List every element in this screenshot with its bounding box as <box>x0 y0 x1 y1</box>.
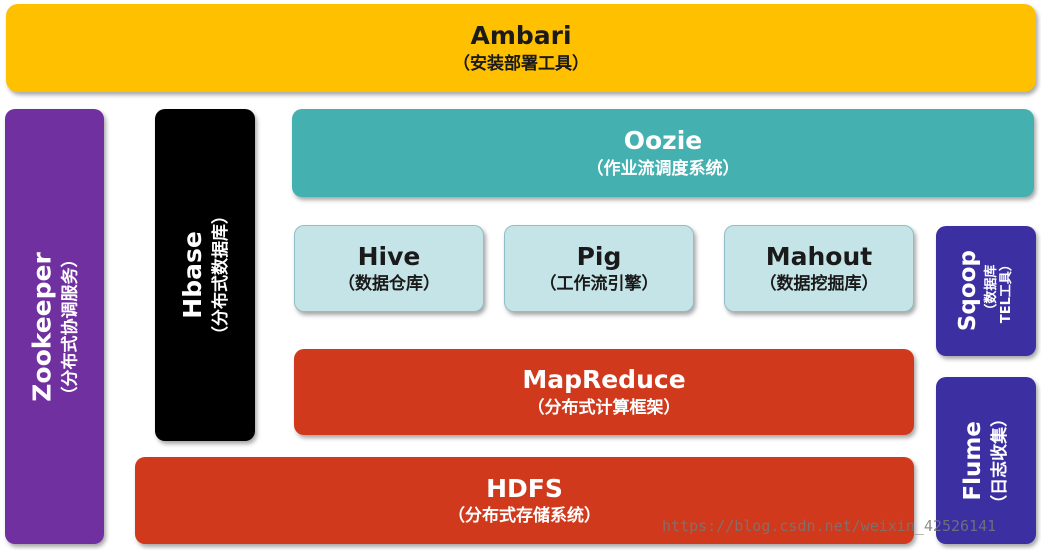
watermark-url: https://blog.csdn.net/weixin_42526141 <box>662 517 997 535</box>
hbase-block: Hbase （分布式数据库） <box>155 109 255 441</box>
sqoop-block: Sqoop （数据库 TEL工具） <box>936 226 1036 356</box>
oozie-subtitle: （作业流调度系统） <box>586 158 740 179</box>
hbase-title: Hbase <box>178 231 208 319</box>
hdfs-subtitle: （分布式存储系统） <box>448 506 601 527</box>
mahout-subtitle: （数据挖掘库） <box>759 274 879 295</box>
sqoop-subtitle-line2: TEL工具） <box>999 258 1015 324</box>
zookeeper-title: Zookeeper <box>27 251 57 402</box>
zookeeper-block: Zookeeper （分布式协调服务） <box>5 109 104 544</box>
ambari-title: Ambari <box>470 21 572 51</box>
hdfs-title: HDFS <box>486 473 563 503</box>
mapreduce-block: MapReduce （分布式计算框架） <box>294 349 914 435</box>
hdfs-block: HDFS （分布式存储系统） <box>135 457 914 544</box>
sqoop-title: Sqoop <box>955 250 982 332</box>
mahout-block: Mahout （数据挖掘库） <box>724 225 914 312</box>
pig-title: Pig <box>576 241 622 271</box>
mapreduce-subtitle: （分布式计算框架） <box>527 397 681 418</box>
mahout-title: Mahout <box>765 241 873 271</box>
hbase-subtitle: （分布式数据库） <box>210 206 231 343</box>
ambari-block: Ambari （安装部署工具） <box>6 4 1036 92</box>
oozie-title: Oozie <box>623 126 703 156</box>
zookeeper-subtitle: （分布式协调服务） <box>60 249 81 403</box>
mapreduce-title: MapReduce <box>522 365 686 395</box>
pig-subtitle: （工作流引擎） <box>539 274 659 295</box>
oozie-block: Oozie （作业流调度系统） <box>292 109 1034 197</box>
hive-title: Hive <box>357 241 421 271</box>
ambari-subtitle: （安装部署工具） <box>453 53 589 74</box>
hive-block: Hive （数据仓库） <box>294 225 484 312</box>
flume-block: Flume （日志收集） <box>936 377 1036 544</box>
pig-block: Pig （工作流引擎） <box>504 225 694 312</box>
flume-subtitle: （日志收集） <box>990 409 1011 512</box>
hive-subtitle: （数据仓库） <box>338 274 440 295</box>
flume-title: Flume <box>960 420 987 501</box>
